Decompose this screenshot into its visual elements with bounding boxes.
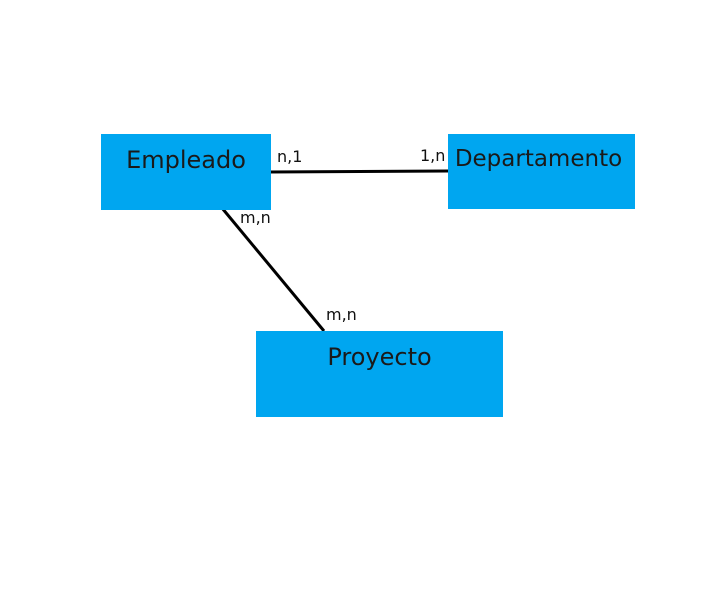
cardinality-empleado-departamento-empleado-side: n,1: [277, 147, 303, 166]
entity-empleado[interactable]: Empleado: [101, 134, 271, 210]
cardinality-empleado-proyecto-proyecto-side: m,n: [326, 305, 357, 324]
cardinality-empleado-proyecto-empleado-side: m,n: [240, 208, 271, 227]
entity-departamento[interactable]: Departamento: [448, 134, 635, 209]
entity-label-proyecto: Proyecto: [327, 343, 432, 371]
relationship-line-empleado-proyecto[interactable]: [220, 207, 326, 332]
cardinality-empleado-departamento-departamento-side: 1,n: [420, 146, 446, 165]
entity-label-empleado: Empleado: [126, 146, 246, 174]
relationship-line-empleado-departamento[interactable]: [268, 169, 449, 174]
entity-proyecto[interactable]: Proyecto: [256, 331, 503, 417]
entity-label-departamento: Departamento: [454, 146, 623, 172]
